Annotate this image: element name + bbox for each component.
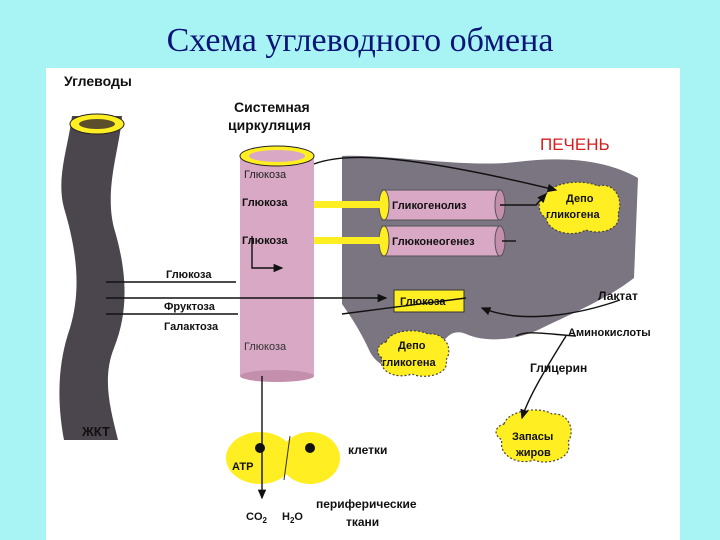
- label-carbs: Углеводы: [64, 73, 132, 89]
- label-systemic-2: циркуляция: [228, 117, 311, 133]
- gluconeogenesis-cylinder: [381, 225, 501, 257]
- label-glycerol: Глицерин: [530, 361, 587, 375]
- label-fat-1: Запасы: [512, 431, 553, 443]
- diagram-panel: Углеводы Системная циркуляция ПЕЧЕНЬ Деп…: [46, 68, 680, 540]
- label-depot-mid-1: Депо: [398, 340, 426, 352]
- label-depot-mid-2: гликогена: [382, 357, 436, 369]
- liver-glycogen-depot: [538, 181, 621, 235]
- label-glucose-1: Глюкоза: [244, 169, 287, 181]
- label-peripheral-1: периферические: [316, 497, 417, 511]
- label-co2: CO2: [246, 511, 268, 525]
- gi-tract: [59, 116, 125, 440]
- label-lactate: Лактат: [598, 289, 638, 303]
- label-glucose-3: Глюкоза: [242, 235, 288, 247]
- label-h2o: H2O: [282, 511, 303, 525]
- label-gluconeogenesis: Глюконеогенез: [392, 236, 475, 248]
- label-fat-2: жиров: [515, 447, 551, 459]
- label-depot-liver-2: гликогена: [546, 209, 600, 221]
- label-gut-galactose: Галактоза: [164, 321, 219, 333]
- label-glycogenolysis: Гликогенолиз: [392, 200, 467, 212]
- label-cells: клетки: [348, 443, 387, 457]
- fat-stores: [495, 409, 572, 463]
- label-depot-liver-1: Депо: [566, 193, 594, 205]
- peripheral-cell-2: [280, 432, 340, 484]
- label-glucose-2: Глюкоза: [242, 197, 288, 209]
- liver-glucose-box: [393, 289, 465, 313]
- peripheral-cell-1: [226, 432, 294, 484]
- label-peripheral-2: ткани: [346, 515, 379, 529]
- label-gi-tract: ЖКТ: [81, 424, 110, 439]
- label-glucose-4: Глюкоза: [244, 341, 287, 353]
- label-amino-acids: Аминокислоты: [568, 327, 651, 339]
- mid-glycogen-depot: [377, 330, 450, 377]
- page-title: Схема углеводного обмена: [166, 22, 554, 59]
- carbohydrate-metabolism-diagram: Углеводы Системная циркуляция ПЕЧЕНЬ Деп…: [59, 73, 651, 529]
- label-gut-glucose: Глюкоза: [166, 269, 212, 281]
- label-atp: АТР: [232, 461, 253, 473]
- label-systemic-1: Системная: [234, 99, 310, 115]
- label-gut-fructose: Фруктоза: [164, 301, 216, 313]
- label-liver-glucose: Глюкоза: [400, 296, 446, 308]
- label-liver: ПЕЧЕНЬ: [540, 135, 610, 154]
